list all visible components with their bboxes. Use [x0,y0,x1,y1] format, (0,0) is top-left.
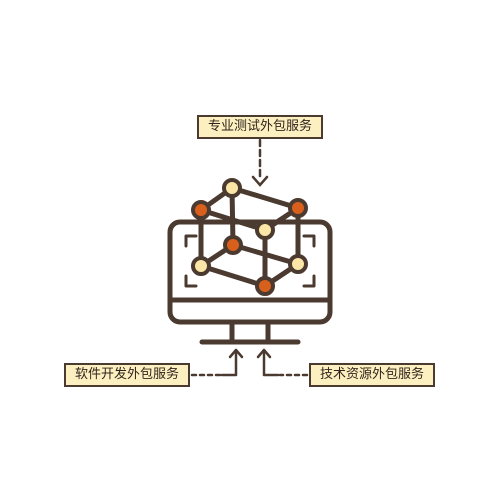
label-software-dev-outsourcing: 软件开发外包服务 [64,363,190,387]
arrow-left-head [228,348,244,359]
node-orange [191,200,211,220]
arrow-right-line [262,350,280,377]
screen-corner-bl [184,274,198,288]
node-cream [191,256,211,276]
edge [198,263,268,289]
label-tech-resource-outsourcing: 技术资源外包服务 [309,363,435,387]
node-cream [288,254,308,274]
arrow-top [251,138,269,187]
arrow-top-head [251,175,269,187]
node-orange [223,235,243,255]
node-orange [255,276,275,296]
arrow-left-line [220,350,238,377]
label-testing-outsourcing: 专业测试外包服务 [197,115,323,139]
molecule-nodes [191,178,308,296]
screen-corner-tl [184,234,198,248]
edge [230,242,301,267]
monitor-icon [167,219,333,345]
edge [229,185,301,211]
arrow-right-head [256,348,272,359]
monitor-screen [167,219,333,325]
node-cream [222,178,242,198]
arrow-left [190,348,244,377]
screen-corner-br [302,274,316,288]
edge [198,207,268,233]
screen-corner-tr [302,234,316,248]
node-cream [255,220,275,240]
arrow-right [256,348,309,377]
node-orange [288,198,308,218]
